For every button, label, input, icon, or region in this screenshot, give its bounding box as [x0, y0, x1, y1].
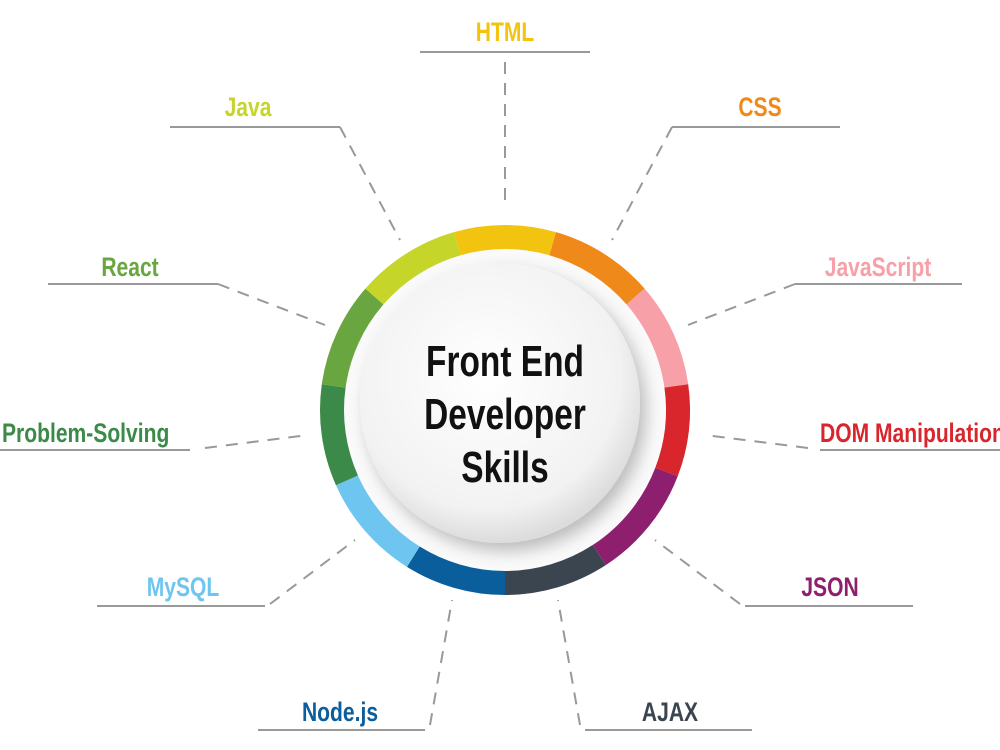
skill-label-dom-manipulation: DOM Manipulation	[820, 418, 1000, 448]
center-disc	[360, 263, 640, 543]
ring-segment	[549, 232, 645, 305]
center-title-line: Skills	[461, 443, 549, 492]
ring-segment	[406, 546, 506, 595]
skill-label-javascript: JavaScript	[824, 252, 932, 282]
skill-label-problem-solving: Problem-Solving	[2, 418, 170, 448]
skill-label-html: HTML	[475, 17, 535, 47]
dashed-connector	[611, 126, 673, 241]
dashed-connector	[429, 599, 453, 726]
dashed-connector	[339, 126, 401, 241]
center-title-line: Developer	[424, 390, 586, 439]
ring-segment	[655, 384, 690, 477]
dashed-connector	[687, 283, 796, 326]
skill-label-mysql: MySQL	[146, 572, 220, 602]
ring-segment	[626, 288, 689, 388]
skill-label-ajax: AJAX	[641, 697, 699, 727]
skill-label-json: JSON	[801, 572, 859, 602]
dashed-connector	[217, 283, 326, 326]
ring-segment	[321, 288, 384, 388]
skill-label-react: React	[101, 252, 159, 282]
dashed-connector	[269, 539, 356, 605]
ring-segment	[454, 225, 556, 256]
ring-segment	[365, 232, 461, 305]
ring-segment	[320, 384, 359, 486]
dashed-connector	[557, 599, 581, 726]
skill-label-java: Java	[224, 92, 272, 122]
dashed-connector	[704, 434, 809, 449]
ring-segment	[592, 467, 678, 566]
skill-label-nodejs: Node.js	[301, 697, 379, 727]
center-title: Front End Developer Skills	[410, 335, 600, 494]
skill-label-css: CSS	[738, 92, 782, 122]
dashed-connector	[654, 539, 741, 605]
center-title-line: Front End	[426, 337, 584, 386]
ring-segment	[504, 544, 606, 595]
ring-segment	[335, 475, 420, 567]
dashed-connector	[204, 434, 309, 449]
